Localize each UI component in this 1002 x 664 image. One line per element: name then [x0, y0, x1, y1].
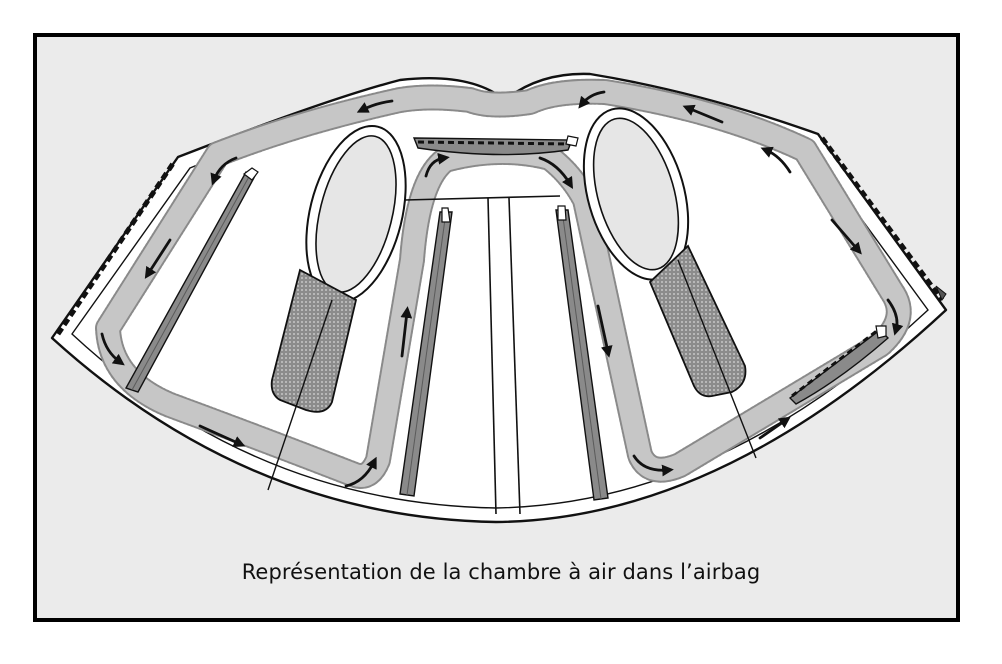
- airbag-outline: [50, 72, 948, 524]
- armhole-right: [582, 107, 690, 281]
- flow-arrow-icon: [210, 156, 238, 186]
- mesh-pocket-left: [270, 268, 358, 413]
- flow-arrow-icon: [356, 99, 394, 113]
- zipper-right: [788, 325, 890, 405]
- airflow-arrows: [100, 90, 904, 488]
- zipper-top: [412, 135, 579, 156]
- flow-arrow-icon: [400, 306, 413, 358]
- flow-arrow-icon: [424, 153, 450, 178]
- zipper-pull-icon: [935, 285, 947, 302]
- zipper-pull-icon: [565, 135, 579, 147]
- flow-arrow-icon: [100, 332, 125, 366]
- flow-arrow-icon: [758, 416, 791, 440]
- zipper-center-right: [555, 205, 609, 501]
- flow-arrow-icon: [578, 90, 606, 109]
- flow-arrow-icon: [198, 424, 246, 447]
- armhole-left: [305, 124, 407, 304]
- seam-line-right: [677, 259, 757, 459]
- flow-arrow-icon: [682, 104, 724, 124]
- flow-arrow-icon: [344, 456, 377, 488]
- zipper-pull-icon: [557, 205, 567, 221]
- zipper-left: [124, 167, 259, 393]
- flow-arrow-icon: [632, 454, 674, 477]
- center-back-seams: [404, 195, 561, 515]
- flow-arrow-icon: [538, 156, 574, 190]
- right-edge-closure: [819, 136, 945, 302]
- flow-arrow-icon: [886, 298, 904, 336]
- flow-arrow-icon: [830, 218, 862, 255]
- zipper-pull-icon: [441, 207, 451, 223]
- air-chamber: [95, 78, 912, 489]
- zipper-pull-icon: [243, 167, 259, 181]
- flow-arrow-icon: [596, 304, 613, 358]
- flow-arrow-icon: [144, 238, 172, 279]
- left-edge-closure: [55, 160, 177, 336]
- zipper-center-left: [399, 207, 453, 497]
- seam-line-left: [267, 299, 333, 491]
- flow-arrow-icon: [760, 146, 792, 174]
- zipper-pull-icon: [875, 325, 887, 339]
- mesh-pocket-right: [648, 244, 747, 398]
- diagram-caption: Représentation de la chambre à air dans …: [241, 560, 761, 584]
